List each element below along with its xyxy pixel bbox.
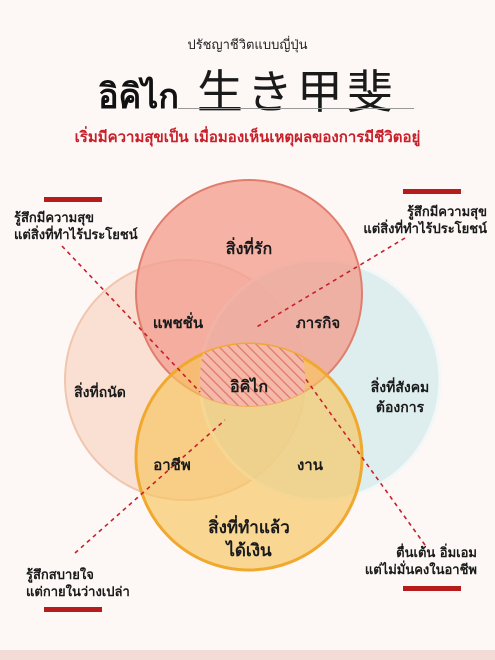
bottom-band [0, 650, 495, 660]
label-paid-for-1: สิ่งที่ทำแล้ว [208, 515, 290, 538]
note-bottom-left: รู้สึกสบายใจ แต่กายในว่างเปล่า [26, 567, 130, 601]
label-what-world-needs-2: ต้องการ [376, 400, 425, 416]
leader-line-top-left [61, 245, 201, 393]
note-top-right: รู้สึกมีความสุข แต่สิ่งที่ทำไร้ประโยชน์ [363, 204, 487, 238]
title-japanese: 生き甲斐 [196, 65, 397, 119]
tagline: เริ่มมีความสุขเป็น เมื่อมองเห็นเหตุผลของ… [74, 128, 421, 146]
header-subtitle: ปรัชญาชีวิตแบบญี่ปุ่น [187, 38, 308, 53]
leader-line-bottom-right [304, 377, 426, 546]
accent-bar-top-right [403, 189, 461, 194]
note-text: แต่ไม่มั่นคงในอาชีพ [364, 563, 477, 578]
note-top-left: รู้สึกมีความสุข แต่สิ่งที่ทำไร้ประโยชน์ [14, 210, 138, 244]
label-what-world-needs-1: สิ่งที่สังคม [370, 377, 429, 396]
note-text: รู้สึกมีความสุข [14, 211, 95, 226]
note-text: ตื่นเต้น อิ่มเอม [396, 546, 477, 561]
label-what-you-love: สิ่งที่รัก [226, 237, 273, 258]
accent-bar-bottom-left [44, 607, 102, 612]
note-text: รู้สึกมีความสุข [406, 205, 487, 220]
leader-line-top-right [254, 237, 406, 329]
title-thai: อิคิไก [98, 77, 179, 117]
label-passion: แพชชั่น [153, 312, 204, 332]
note-text: รู้สึกสบายใจ [26, 568, 94, 583]
leader-line-bottom-left [74, 419, 226, 554]
note-text: แต่กายในว่างเปล่า [26, 585, 130, 600]
label-vocation: งาน [297, 456, 324, 474]
page-title: อิคิไก 生き甲斐 [0, 56, 495, 123]
label-paid-for-2: ได้เงิน [224, 540, 272, 561]
note-text: แต่สิ่งที่ทำไร้ประโยชน์ [363, 222, 487, 237]
title-divider [178, 108, 414, 109]
accent-bar-top-left [44, 197, 102, 202]
label-ikigai-center: อิคิไก [230, 377, 268, 396]
label-profession: อาชีพ [153, 456, 191, 474]
note-bottom-right: ตื่นเต้น อิ่มเอม แต่ไม่มั่นคงในอาชีพ [365, 545, 477, 579]
accent-bar-bottom-right [403, 586, 461, 591]
label-mission: ภารกิจ [296, 314, 340, 332]
note-text: แต่สิ่งที่ทำไร้ประโยชน์ [14, 228, 138, 243]
label-what-you-are-good-at: สิ่งที่ถนัด [74, 382, 126, 401]
